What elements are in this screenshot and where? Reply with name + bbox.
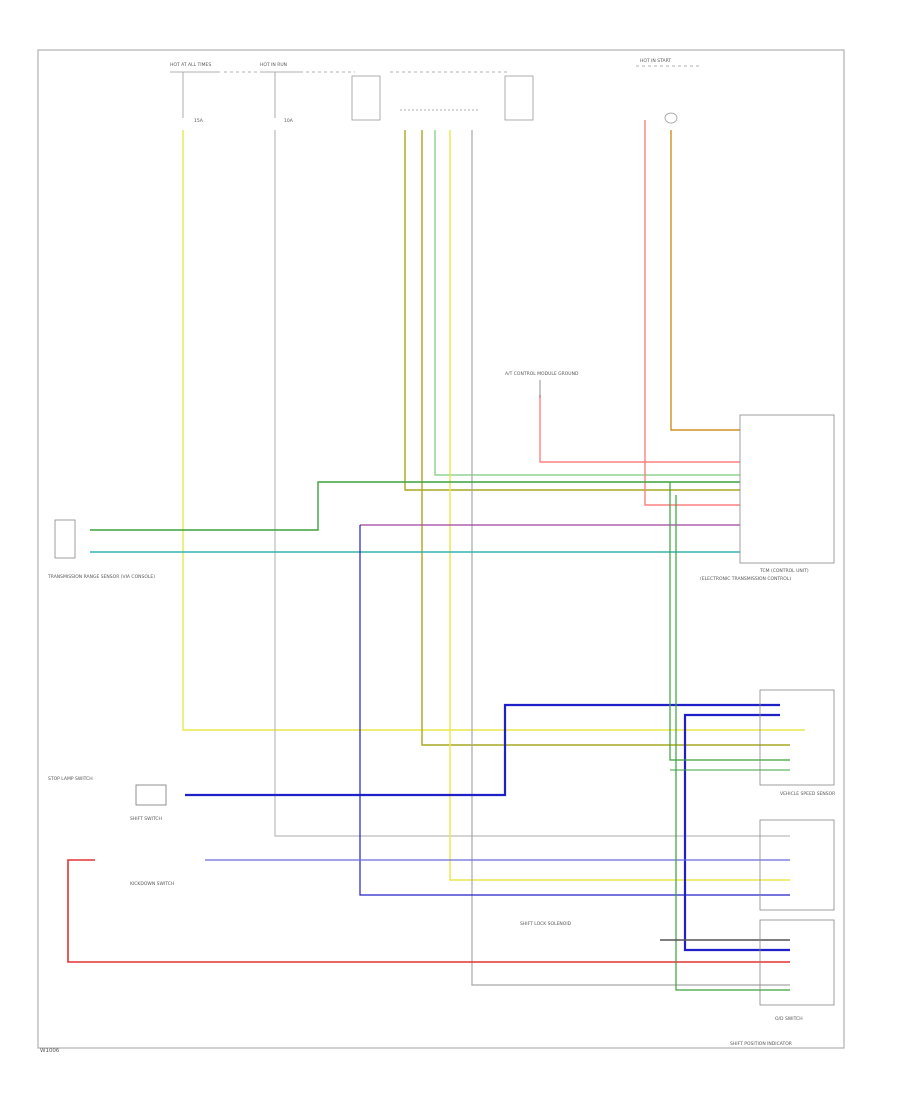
vehicle-speed-sensor-label: VEHICLE SPEED SENSOR <box>780 791 835 797</box>
tcm-module-subtitle: (ELECTRONIC TRANSMISSION CONTROL) <box>700 576 791 582</box>
wire-green-1 <box>90 481 740 531</box>
shift-switch-label: SHIFT SWITCH <box>130 816 162 822</box>
fuse-label-hot-in-start: HOT IN START <box>640 58 671 64</box>
wire-yellow <box>182 130 805 731</box>
stop-lamp-switch-box <box>135 784 167 806</box>
wire-gray <box>274 130 790 837</box>
od-switch-label: O/D SWITCH <box>775 1016 803 1022</box>
shift-lock-label: SHIFT LOCK SOLENOID <box>520 921 572 927</box>
wire-green-vert-1 <box>669 482 790 761</box>
wire-dark-yellow-2 <box>421 130 790 746</box>
footer-code: W1006 <box>40 1048 60 1054</box>
wire-blue-loop <box>683 713 790 952</box>
wire-blue-thin <box>359 525 790 896</box>
shift-indicator-label: SHIFT POSITION INDICATOR <box>730 1041 792 1047</box>
wire-pink <box>644 120 740 506</box>
stop-lamp-switch-label: STOP LAMP SWITCH <box>48 776 93 782</box>
fuse-label-hot-in-run: HOT IN RUN <box>260 62 287 68</box>
tcm-module-box <box>739 414 835 564</box>
diagram-frame <box>37 49 845 1049</box>
fuse-label-15a: 15A <box>194 118 204 124</box>
fuse-block-left <box>170 71 355 118</box>
od-switch-box <box>759 919 835 1006</box>
wire-green-3 <box>434 130 740 476</box>
module-top-right <box>636 65 700 124</box>
wire-red-long <box>67 859 790 963</box>
tcm-module-name: TCM (CONTROL UNIT) <box>759 568 809 574</box>
pcm-ground-label: A/T CONTROL MODULE GROUND <box>505 371 579 377</box>
wire-yellow-2 <box>449 130 790 881</box>
wire-orange <box>670 130 740 431</box>
wire-green-vert-2 <box>675 495 790 991</box>
kickdown-switch-label: KICKDOWN SWITCH <box>130 881 174 887</box>
wire-dark-yellow-1 <box>404 130 740 491</box>
tr-sensor-label: TRANSMISSION RANGE SENSOR (VIA CONSOLE) <box>47 574 155 580</box>
shift-switch-box <box>759 689 835 786</box>
wire-gray-2 <box>471 130 790 986</box>
junction-block-center <box>351 71 534 121</box>
tr-sensor-box <box>54 519 76 559</box>
wire-blue-thick <box>185 703 780 797</box>
kickdown-switch-box <box>759 819 835 911</box>
fuse-label-hot-at-all-times: HOT AT ALL TIMES <box>170 62 211 68</box>
fuse-label-10a: 10A <box>284 118 294 124</box>
wire-red-ground <box>539 395 740 463</box>
